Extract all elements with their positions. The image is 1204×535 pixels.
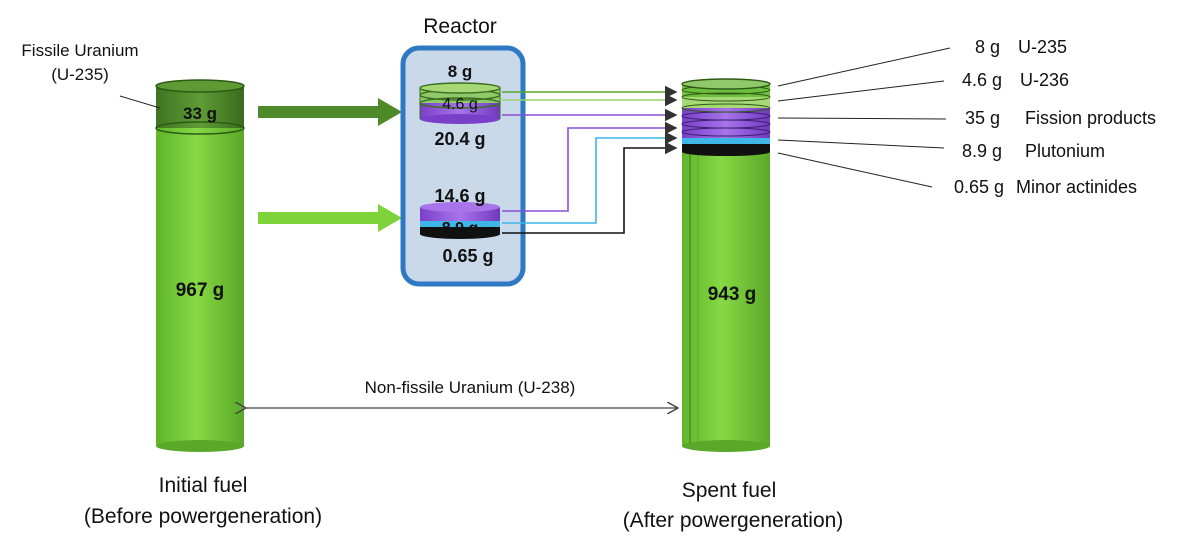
reactor-u235-mass: 8 g [448,62,473,81]
spent-fuel-caption: Spent fuel [682,479,777,502]
composition-list: 8 g U-235 4.6 g U-236 35 g Fission produ… [954,37,1156,197]
reactor-fp-mass-bottom: 14.6 g [434,186,485,206]
initial-u238-mass: 967 g [176,280,225,301]
composition-name: Plutonium [1025,141,1105,161]
spent-u238-mass: 943 g [708,284,757,305]
reactor-bottom-stack [420,202,500,239]
reactor-u236-mass: 4.6 g [442,96,478,113]
composition-name: U-236 [1020,70,1069,90]
reactor-title: Reactor [423,15,497,38]
reactor-pu-mass: 8.9 g [442,220,478,237]
initial-fuel-cylinder: 33 g 967 g [155,79,245,452]
composition-amount: 8 g [975,37,1000,57]
fissile-uranium-sublabel: (U-235) [51,65,109,84]
flow-lines [502,85,678,234]
initial-fuel-subcaption: (Before powergeneration) [84,505,322,528]
spent-fuel-subcaption: (After powergeneration) [623,509,844,532]
composition-amount: 4.6 g [962,70,1002,90]
u235-input-arrow [258,98,402,126]
u238-input-arrow [258,204,402,232]
composition-name: U-235 [1018,37,1067,57]
composition-name: Fission products [1025,108,1156,128]
composition-amount: 8.9 g [962,141,1002,161]
initial-u238-section [156,128,244,446]
fissile-uranium-label: Fissile Uranium [21,41,138,60]
composition-name: Minor actinides [1016,177,1137,197]
spent-fuel-cylinder: 943 g [681,78,771,452]
initial-fuel-caption: Initial fuel [159,474,248,497]
composition-leader-lines [777,47,951,188]
initial-u235-section [156,86,244,128]
initial-u235-mass: 33 g [183,104,217,123]
composition-amount: 35 g [965,108,1000,128]
fissile-leader-line [119,95,161,109]
reactor-ma-mass: 0.65 g [442,246,493,266]
reactor-fp-mass-top: 20.4 g [434,129,485,149]
spent-u238-section [682,150,770,446]
composition-amount: 0.65 g [954,177,1004,197]
non-fissile-label: Non-fissile Uranium (U-238) [365,378,576,397]
reactor-top-stack [419,82,501,124]
